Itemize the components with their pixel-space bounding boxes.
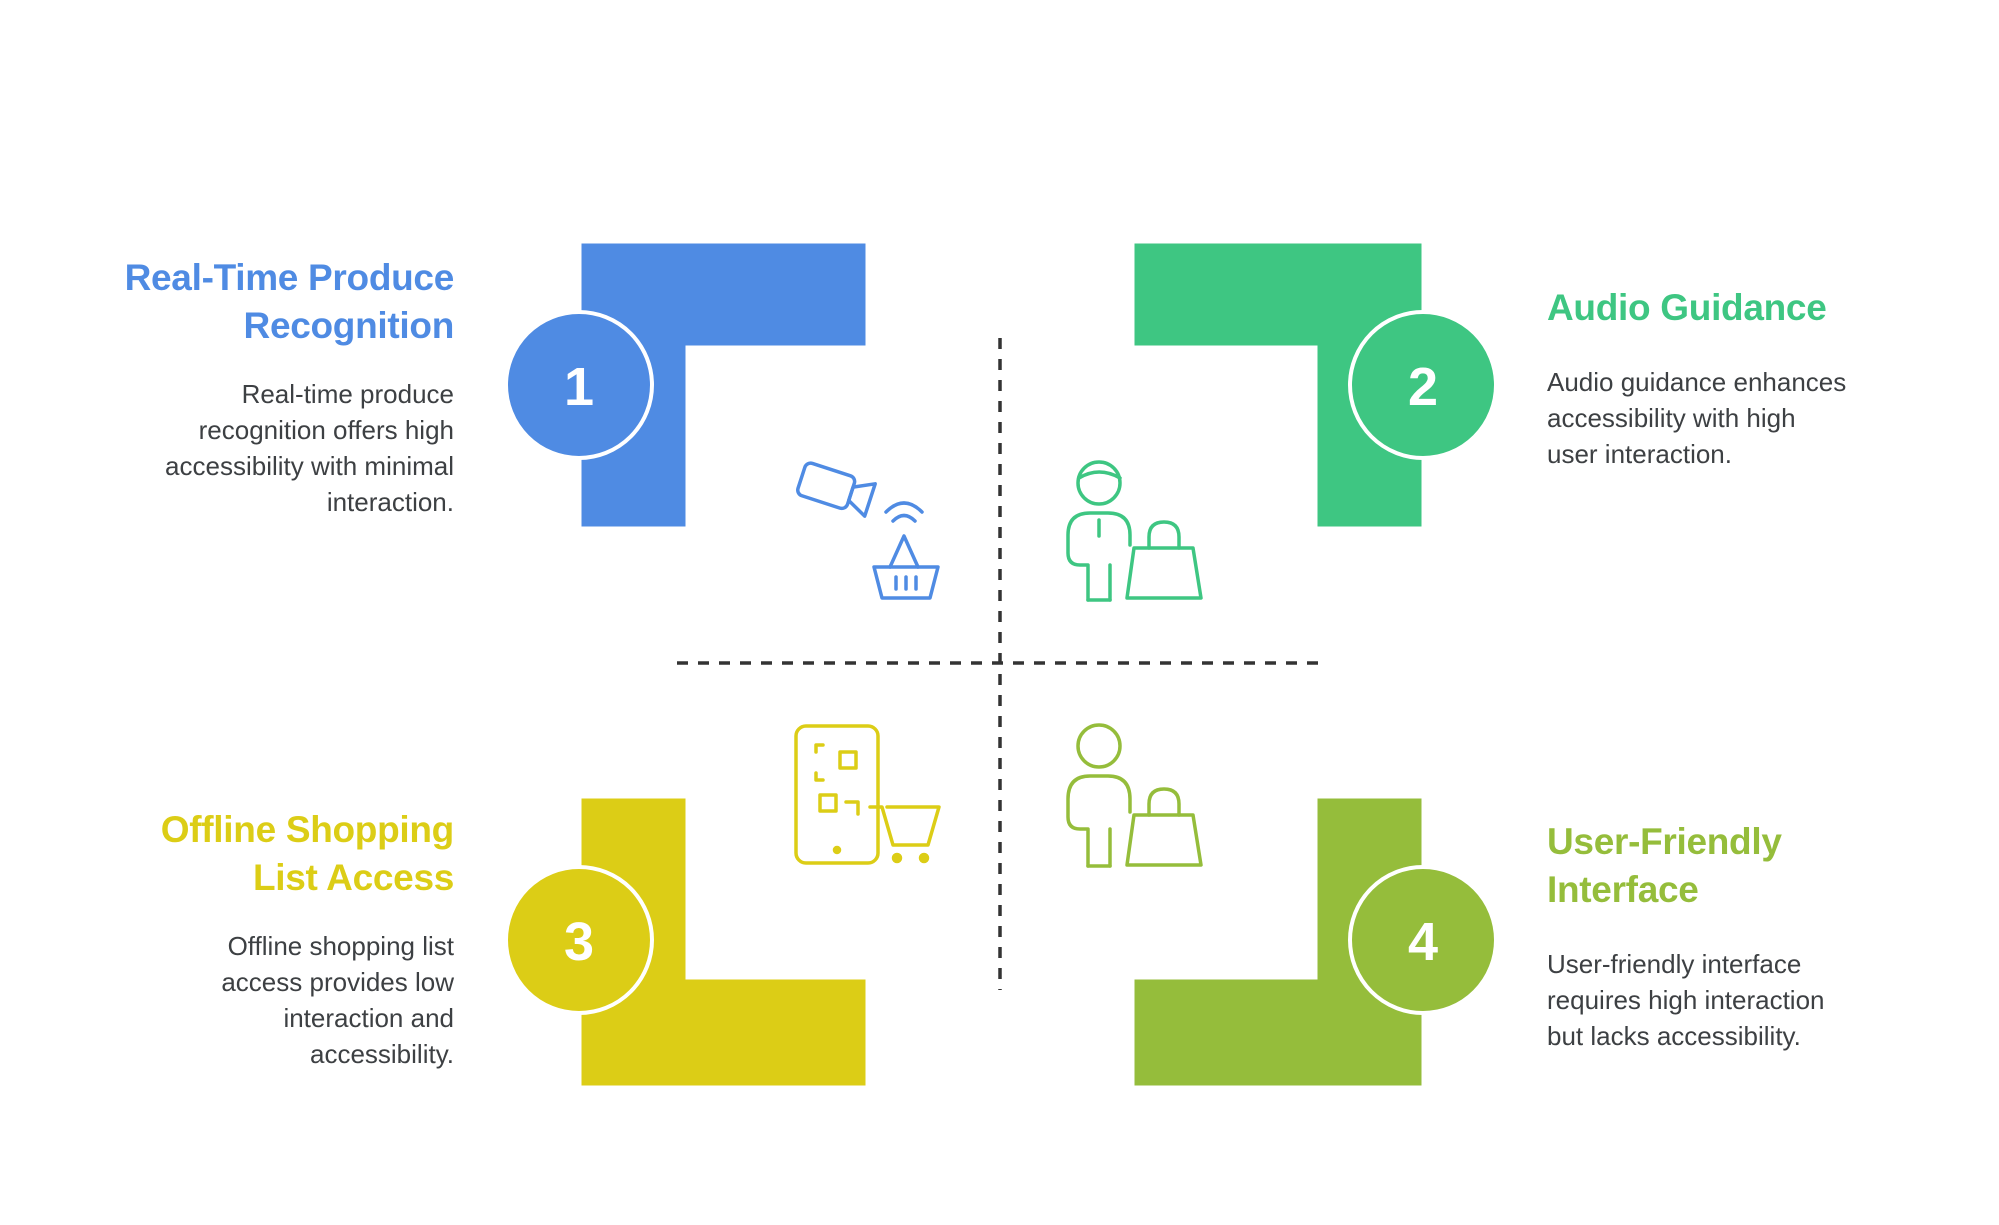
- quadrant-1-shape: 1: [504, 240, 869, 530]
- quadrant-1-description: Real-time produce recognition offers hig…: [60, 376, 454, 520]
- quadrant-1-desc-line: accessibility with minimal: [165, 451, 454, 481]
- quadrant-3-desc-line: accessibility.: [309, 1039, 454, 1069]
- quadrant-1-desc-line: Real-time produce: [241, 379, 454, 409]
- quadrant-2-desc-line: Audio guidance enhances: [1547, 367, 1847, 397]
- quadrant-1-title: Real-Time Produce Recognition: [60, 254, 455, 350]
- quadrant-3-title: Offline Shopping List Access: [60, 806, 455, 902]
- camera-wifi-basket-icon: [796, 461, 940, 600]
- quadrant-3-title-line-2: List Access: [253, 857, 454, 898]
- quadrant-4-desc-line: User-friendly interface: [1547, 949, 1802, 979]
- quadrant-2-description: Audio guidance enhances accessibility wi…: [1547, 364, 1967, 472]
- quadrant-2-title-line-1: Audio Guidance: [1547, 287, 1827, 328]
- quadrant-4-title-line-1: User-Friendly: [1547, 821, 1782, 862]
- quadrant-4-title: User-Friendly Interface: [1547, 818, 1967, 914]
- quadrant-3-description: Offline shopping list access provides lo…: [60, 928, 454, 1072]
- shopper-with-bag-icon: [1066, 460, 1203, 602]
- quadrant-2-shape: 2: [1131, 240, 1498, 530]
- quadrant-1-number: 1: [564, 357, 594, 417]
- quadrant-2-title: Audio Guidance: [1547, 284, 1967, 332]
- quadrant-4-number-circle: [1348, 865, 1498, 1015]
- quadrant-2-desc-line: accessibility with high: [1547, 403, 1796, 433]
- quadrant-1-number-circle: [504, 310, 654, 460]
- quadrant-3-desc-line: Offline shopping list: [227, 931, 454, 961]
- quadrant-1-desc-line: recognition offers high: [198, 415, 454, 445]
- quadrant-2-desc-line: user interaction.: [1547, 439, 1732, 469]
- quadrant-4-desc-line: requires high interaction: [1547, 985, 1825, 1015]
- person-with-bag-icon: [1066, 723, 1203, 868]
- quadrant-3-title-line-1: Offline Shopping: [160, 809, 455, 850]
- quadrant-4-description: User-friendly interface requires high in…: [1547, 946, 1967, 1054]
- quadrant-3-number-circle: [504, 865, 654, 1015]
- wifi-icon: [884, 501, 924, 523]
- quadrant-1-title-line-1: Real-Time Produce: [124, 257, 455, 298]
- quadrant-4-shape: 4: [1131, 795, 1498, 1089]
- quadrant-2-number-circle: [1348, 310, 1498, 460]
- quadrant-3-number: 3: [564, 912, 594, 972]
- quadrant-3-shape: 3: [504, 795, 869, 1089]
- quadrant-4-desc-line: but lacks accessibility.: [1547, 1021, 1801, 1051]
- quadrant-3-desc-line: interaction and: [283, 1003, 454, 1033]
- video-camera-icon: [796, 461, 877, 518]
- phone-icon: [794, 724, 880, 865]
- phone-qr-cart-icon: [794, 724, 941, 865]
- quadrant-4-title-line-2: Interface: [1547, 869, 1699, 910]
- quadrant-1-title-line-2: Recognition: [243, 305, 455, 346]
- quadrant-4-number: 4: [1408, 912, 1438, 972]
- basket-icon: [872, 534, 940, 600]
- quadrant-3-desc-line: access provides low: [221, 967, 454, 997]
- quadrant-1-desc-line: interaction.: [326, 487, 454, 517]
- quadrant-2-number: 2: [1408, 357, 1438, 417]
- qr-code-icon: [814, 743, 860, 816]
- cart-icon: [868, 805, 941, 864]
